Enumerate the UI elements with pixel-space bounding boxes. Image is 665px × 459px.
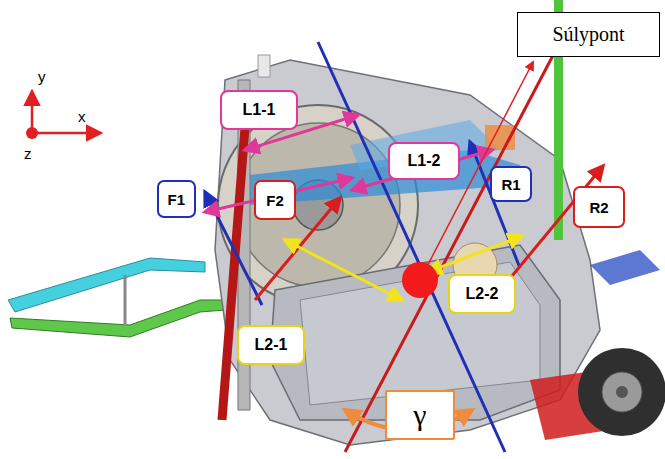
node-text: L2-2: [466, 285, 499, 303]
axis-symbol: [26, 92, 100, 139]
axis-label: z: [24, 145, 32, 162]
front-skid: [8, 258, 225, 337]
axis-label: y: [38, 68, 46, 85]
node-text: L1-1: [243, 101, 276, 119]
axis-line: [345, 42, 560, 452]
node-text: Súlypont: [552, 23, 624, 46]
lever-label: L1-2: [388, 142, 460, 180]
node-text: R1: [501, 176, 520, 193]
node-text: γ: [413, 398, 426, 432]
axis-label: x: [78, 108, 86, 125]
lever-label: L2-1: [237, 325, 305, 365]
force-label: R1: [490, 166, 532, 202]
angle-label: γ: [385, 390, 455, 440]
force-label: F1: [157, 180, 196, 218]
force-label: R2: [573, 186, 625, 228]
force-label: F2: [254, 180, 296, 220]
title-box: Súlypont: [517, 12, 660, 57]
force-vector: [470, 142, 520, 268]
axis-line: [318, 42, 505, 452]
node-text: L1-2: [408, 152, 441, 170]
lever-arrow: [285, 240, 402, 300]
node-text: F1: [168, 191, 186, 208]
lever-arrow: [428, 236, 522, 272]
node-text: R2: [589, 199, 608, 216]
node-text: L2-1: [255, 336, 288, 354]
lever-label: L2-2: [448, 274, 516, 314]
centre-of-gravity: [402, 262, 438, 298]
force-bar: [222, 90, 248, 420]
node-text: F2: [266, 192, 284, 209]
wheel: [578, 348, 665, 436]
lever-label: L1-1: [220, 90, 298, 130]
